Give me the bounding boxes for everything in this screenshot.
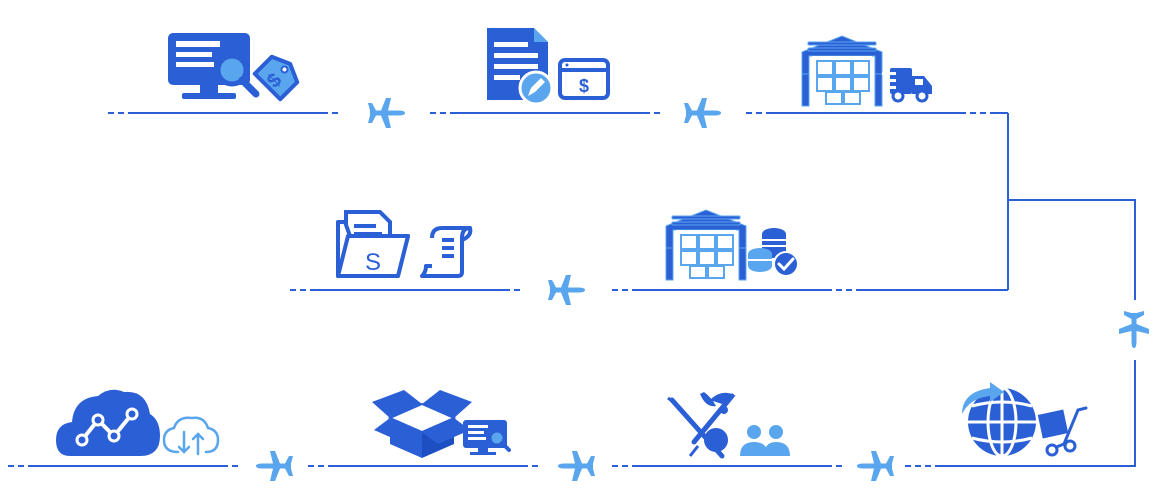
people-icon bbox=[740, 425, 790, 456]
airplane-icon bbox=[857, 451, 894, 481]
airplane-icon bbox=[558, 451, 595, 481]
step-customs-clearance bbox=[667, 392, 790, 459]
step-cloud-data bbox=[56, 389, 220, 456]
airplane-icon bbox=[684, 98, 721, 128]
cloud-network-icon bbox=[56, 389, 160, 456]
step-pickup bbox=[801, 35, 932, 107]
payment-card-icon: $ bbox=[558, 58, 610, 100]
step-quote: $ bbox=[168, 33, 300, 102]
step-international-shipping bbox=[962, 382, 1088, 458]
step-warehouse-payment bbox=[665, 209, 799, 281]
open-box-icon bbox=[372, 390, 472, 458]
step-delivery-tracking bbox=[372, 390, 511, 458]
delivery-truck-icon bbox=[882, 68, 932, 103]
coins-check-icon bbox=[748, 228, 799, 277]
globe-arrow-icon bbox=[962, 382, 1036, 458]
warehouse-icon bbox=[801, 35, 883, 107]
customs-emblem-icon bbox=[667, 392, 736, 459]
monitor-search-icon bbox=[463, 420, 511, 455]
step-documents: S bbox=[336, 210, 473, 278]
hand-truck-icon bbox=[1037, 406, 1088, 457]
currency-symbol: $ bbox=[579, 76, 589, 96]
airplane-icon bbox=[368, 98, 405, 128]
document-edit-icon bbox=[487, 28, 554, 106]
warehouse-icon bbox=[665, 209, 747, 281]
price-tag-icon: $ bbox=[252, 54, 300, 102]
cloud-sync-icon bbox=[162, 416, 220, 456]
airplane-icon bbox=[548, 275, 585, 305]
receipt-scroll-icon bbox=[420, 226, 473, 278]
airplane-icon bbox=[256, 451, 293, 481]
invoice-folder-icon: S bbox=[336, 210, 410, 278]
invoice-letter: S bbox=[365, 249, 381, 276]
connector-lines bbox=[8, 112, 1136, 467]
step-order: $ bbox=[487, 28, 610, 106]
monitor-search-icon bbox=[168, 33, 260, 99]
airplane-icon bbox=[1119, 311, 1149, 348]
